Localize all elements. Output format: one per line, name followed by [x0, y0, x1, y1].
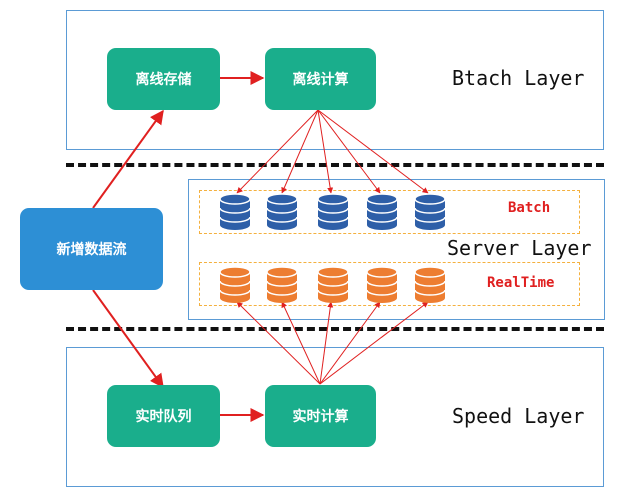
server-layer-title: Server Layer	[447, 236, 592, 260]
speed-layer-title: Speed Layer	[452, 404, 585, 428]
separator-top	[66, 163, 604, 167]
batch-database-icon	[266, 193, 298, 231]
batch-band-label: Batch	[508, 200, 551, 216]
arrow-source-to-storage	[92, 109, 164, 209]
batch-database-icon	[317, 193, 349, 231]
realtime-queue-node[interactable]: 实时队列	[107, 385, 220, 447]
separator-bottom	[66, 327, 604, 331]
offline-compute-node[interactable]: 离线计算	[265, 48, 376, 110]
arrow-source-to-queue	[92, 289, 164, 389]
realtime-database-icon	[266, 266, 298, 304]
realtime-fanout-arrows	[236, 301, 429, 385]
batch-database-icon	[366, 193, 398, 231]
realtime-band-label: RealTime	[487, 275, 555, 291]
batch-fanout-arrows	[236, 109, 429, 194]
realtime-database-icon	[366, 266, 398, 304]
realtime-compute-node[interactable]: 实时计算	[265, 385, 376, 447]
realtime-database-icon	[219, 266, 251, 304]
batch-database-icon	[219, 193, 251, 231]
batch-view-band	[199, 190, 580, 234]
batch-database-icon	[414, 193, 446, 231]
realtime-database-icon	[317, 266, 349, 304]
realtime-database-icon	[414, 266, 446, 304]
offline-storage-node[interactable]: 离线存储	[107, 48, 220, 110]
source-data-stream-node[interactable]: 新增数据流	[20, 208, 163, 290]
realtime-view-band	[199, 262, 580, 306]
batch-layer-title: Btach Layer	[452, 66, 585, 90]
